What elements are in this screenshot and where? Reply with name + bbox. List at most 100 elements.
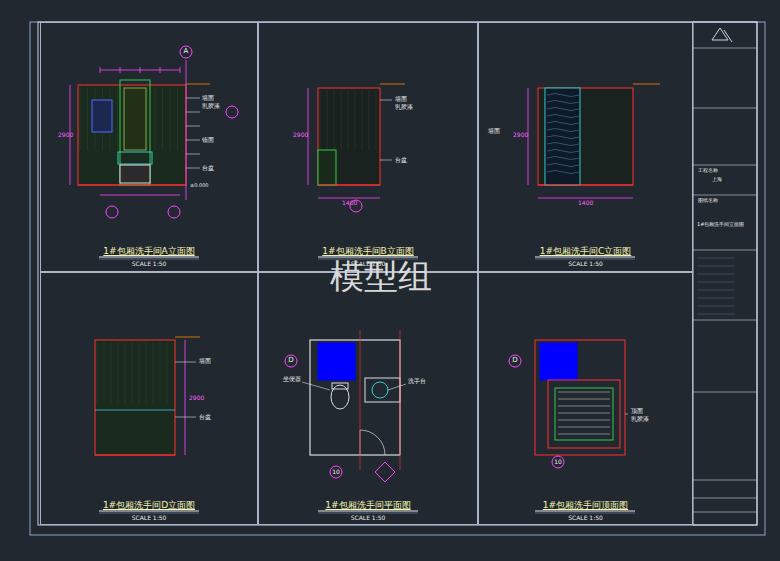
- cabinet: [120, 165, 150, 183]
- drawing-panel: 1#包厢洗手间C立面图SCALE 1:50: [478, 22, 693, 272]
- dimension-tick: [160, 67, 161, 73]
- material-note: 乳胶漆: [202, 103, 220, 110]
- partition-line: [400, 330, 401, 470]
- view-title: 1#包厢洗手间平面图: [259, 501, 477, 511]
- title-block-rule: [693, 498, 757, 499]
- wall-hatch: [376, 90, 377, 150]
- ceiling-slat: [558, 399, 610, 400]
- wall-hatch: [327, 90, 328, 150]
- stone-pattern: [547, 164, 579, 167]
- basin-symbol: [372, 382, 388, 398]
- title-underline: [535, 511, 635, 512]
- stone-pattern: [547, 101, 579, 104]
- material-note: 墙面: [395, 96, 407, 103]
- dimension-tick: [120, 67, 121, 73]
- feature-panel: [545, 88, 580, 185]
- stone-pattern: [547, 143, 579, 146]
- niche-panel: [124, 88, 146, 150]
- stone-pattern: [547, 129, 579, 132]
- wall-hatch: [117, 87, 118, 150]
- drawing-panel: 1#包厢洗手间B立面图SCALE 1:50: [258, 22, 478, 272]
- material-note: 乳胶漆: [395, 104, 413, 111]
- view-title: 1#包厢洗手间B立面图: [259, 247, 477, 257]
- vanity-counter: [365, 378, 400, 402]
- wall-hatch: [147, 87, 148, 150]
- wall-hatch: [160, 342, 161, 405]
- title-underline: [535, 257, 635, 258]
- dimension-tick: [140, 67, 141, 73]
- axis-callout: [330, 466, 342, 478]
- drawing-panel: 1#包厢洗手间顶面图SCALE 1:50: [478, 272, 693, 525]
- title-block-rule: [693, 480, 757, 481]
- dimension-line: [538, 198, 633, 199]
- title-block-field: 工程名称: [698, 168, 718, 174]
- drawing-panel: 1#包厢洗手间平面图 SCALE 1:50: [258, 272, 478, 525]
- elevation-index: [375, 462, 395, 482]
- dimension-line: [100, 195, 180, 196]
- watermark: 模型组: [330, 258, 432, 295]
- ceiling-slat: [558, 427, 610, 428]
- section-line: [186, 60, 187, 200]
- view-title: 1#包厢洗手间D立面图: [41, 501, 257, 511]
- toilet-tank: [332, 383, 348, 389]
- title-underline: [99, 511, 199, 512]
- wall-hatch: [320, 90, 321, 150]
- leader-line: [380, 100, 392, 101]
- callout-number: A: [184, 48, 189, 56]
- niche-frame: [120, 80, 150, 185]
- leader-line: [388, 384, 406, 390]
- title-block-rule: [693, 195, 757, 196]
- title-block-field: [697, 290, 735, 291]
- leader-line: [186, 126, 200, 127]
- axis-callout: [552, 456, 564, 468]
- title-underline: [535, 513, 635, 514]
- stone-pattern: [547, 122, 579, 125]
- inner-frame: [38, 22, 757, 525]
- wall-hatch: [132, 342, 133, 405]
- stone-pattern: [547, 157, 579, 160]
- shaft-block: [318, 343, 355, 380]
- dimension-line: [318, 198, 380, 199]
- scale-note: SCALE 1:50: [259, 515, 477, 522]
- ceiling-slat: [558, 420, 610, 421]
- wall-hatch: [111, 342, 112, 405]
- wall-hatch: [170, 87, 171, 150]
- counter-line: [95, 410, 175, 411]
- stone-pattern: [547, 94, 579, 97]
- leader-line: [175, 417, 196, 418]
- fixture-note: 坐便器: [283, 376, 301, 383]
- title-block-rule: [693, 108, 757, 109]
- mirror-panel: [92, 100, 112, 132]
- stone-pattern: [547, 108, 579, 111]
- title-block-rule: [693, 165, 757, 166]
- material-note: 台盆: [395, 157, 407, 164]
- stone-pattern: [547, 150, 579, 153]
- title-block-rule: [693, 320, 757, 321]
- wall-elevation: [95, 340, 175, 455]
- wall-hatch: [118, 342, 119, 405]
- level-line: [175, 337, 200, 338]
- title-block-field: [697, 314, 735, 315]
- leader-line: [186, 154, 200, 155]
- wall-hatch: [125, 342, 126, 405]
- wall-hatch: [153, 342, 154, 405]
- leader-line: [186, 98, 200, 99]
- title-block-rule: [693, 48, 757, 49]
- leader-line: [302, 382, 330, 390]
- title-underline: [318, 513, 418, 514]
- axis-callout: [285, 355, 297, 367]
- wall-elevation: [538, 88, 633, 185]
- ceiling-slat: [558, 392, 610, 393]
- title-block-rule: [693, 392, 757, 393]
- leader-line: [380, 160, 392, 161]
- dimension: 2900: [293, 132, 308, 139]
- title-block-field: [697, 258, 735, 259]
- ceiling-outline: [535, 340, 625, 455]
- title-underline: [99, 257, 199, 258]
- drawing-panel: 1#包厢洗手间A立面图SCALE 1:50: [40, 22, 258, 272]
- floor-line: [95, 454, 175, 455]
- title-underline: [99, 259, 199, 260]
- wall-hatch: [162, 87, 163, 150]
- dimension: 1400: [578, 200, 593, 207]
- door-swing: [360, 430, 385, 455]
